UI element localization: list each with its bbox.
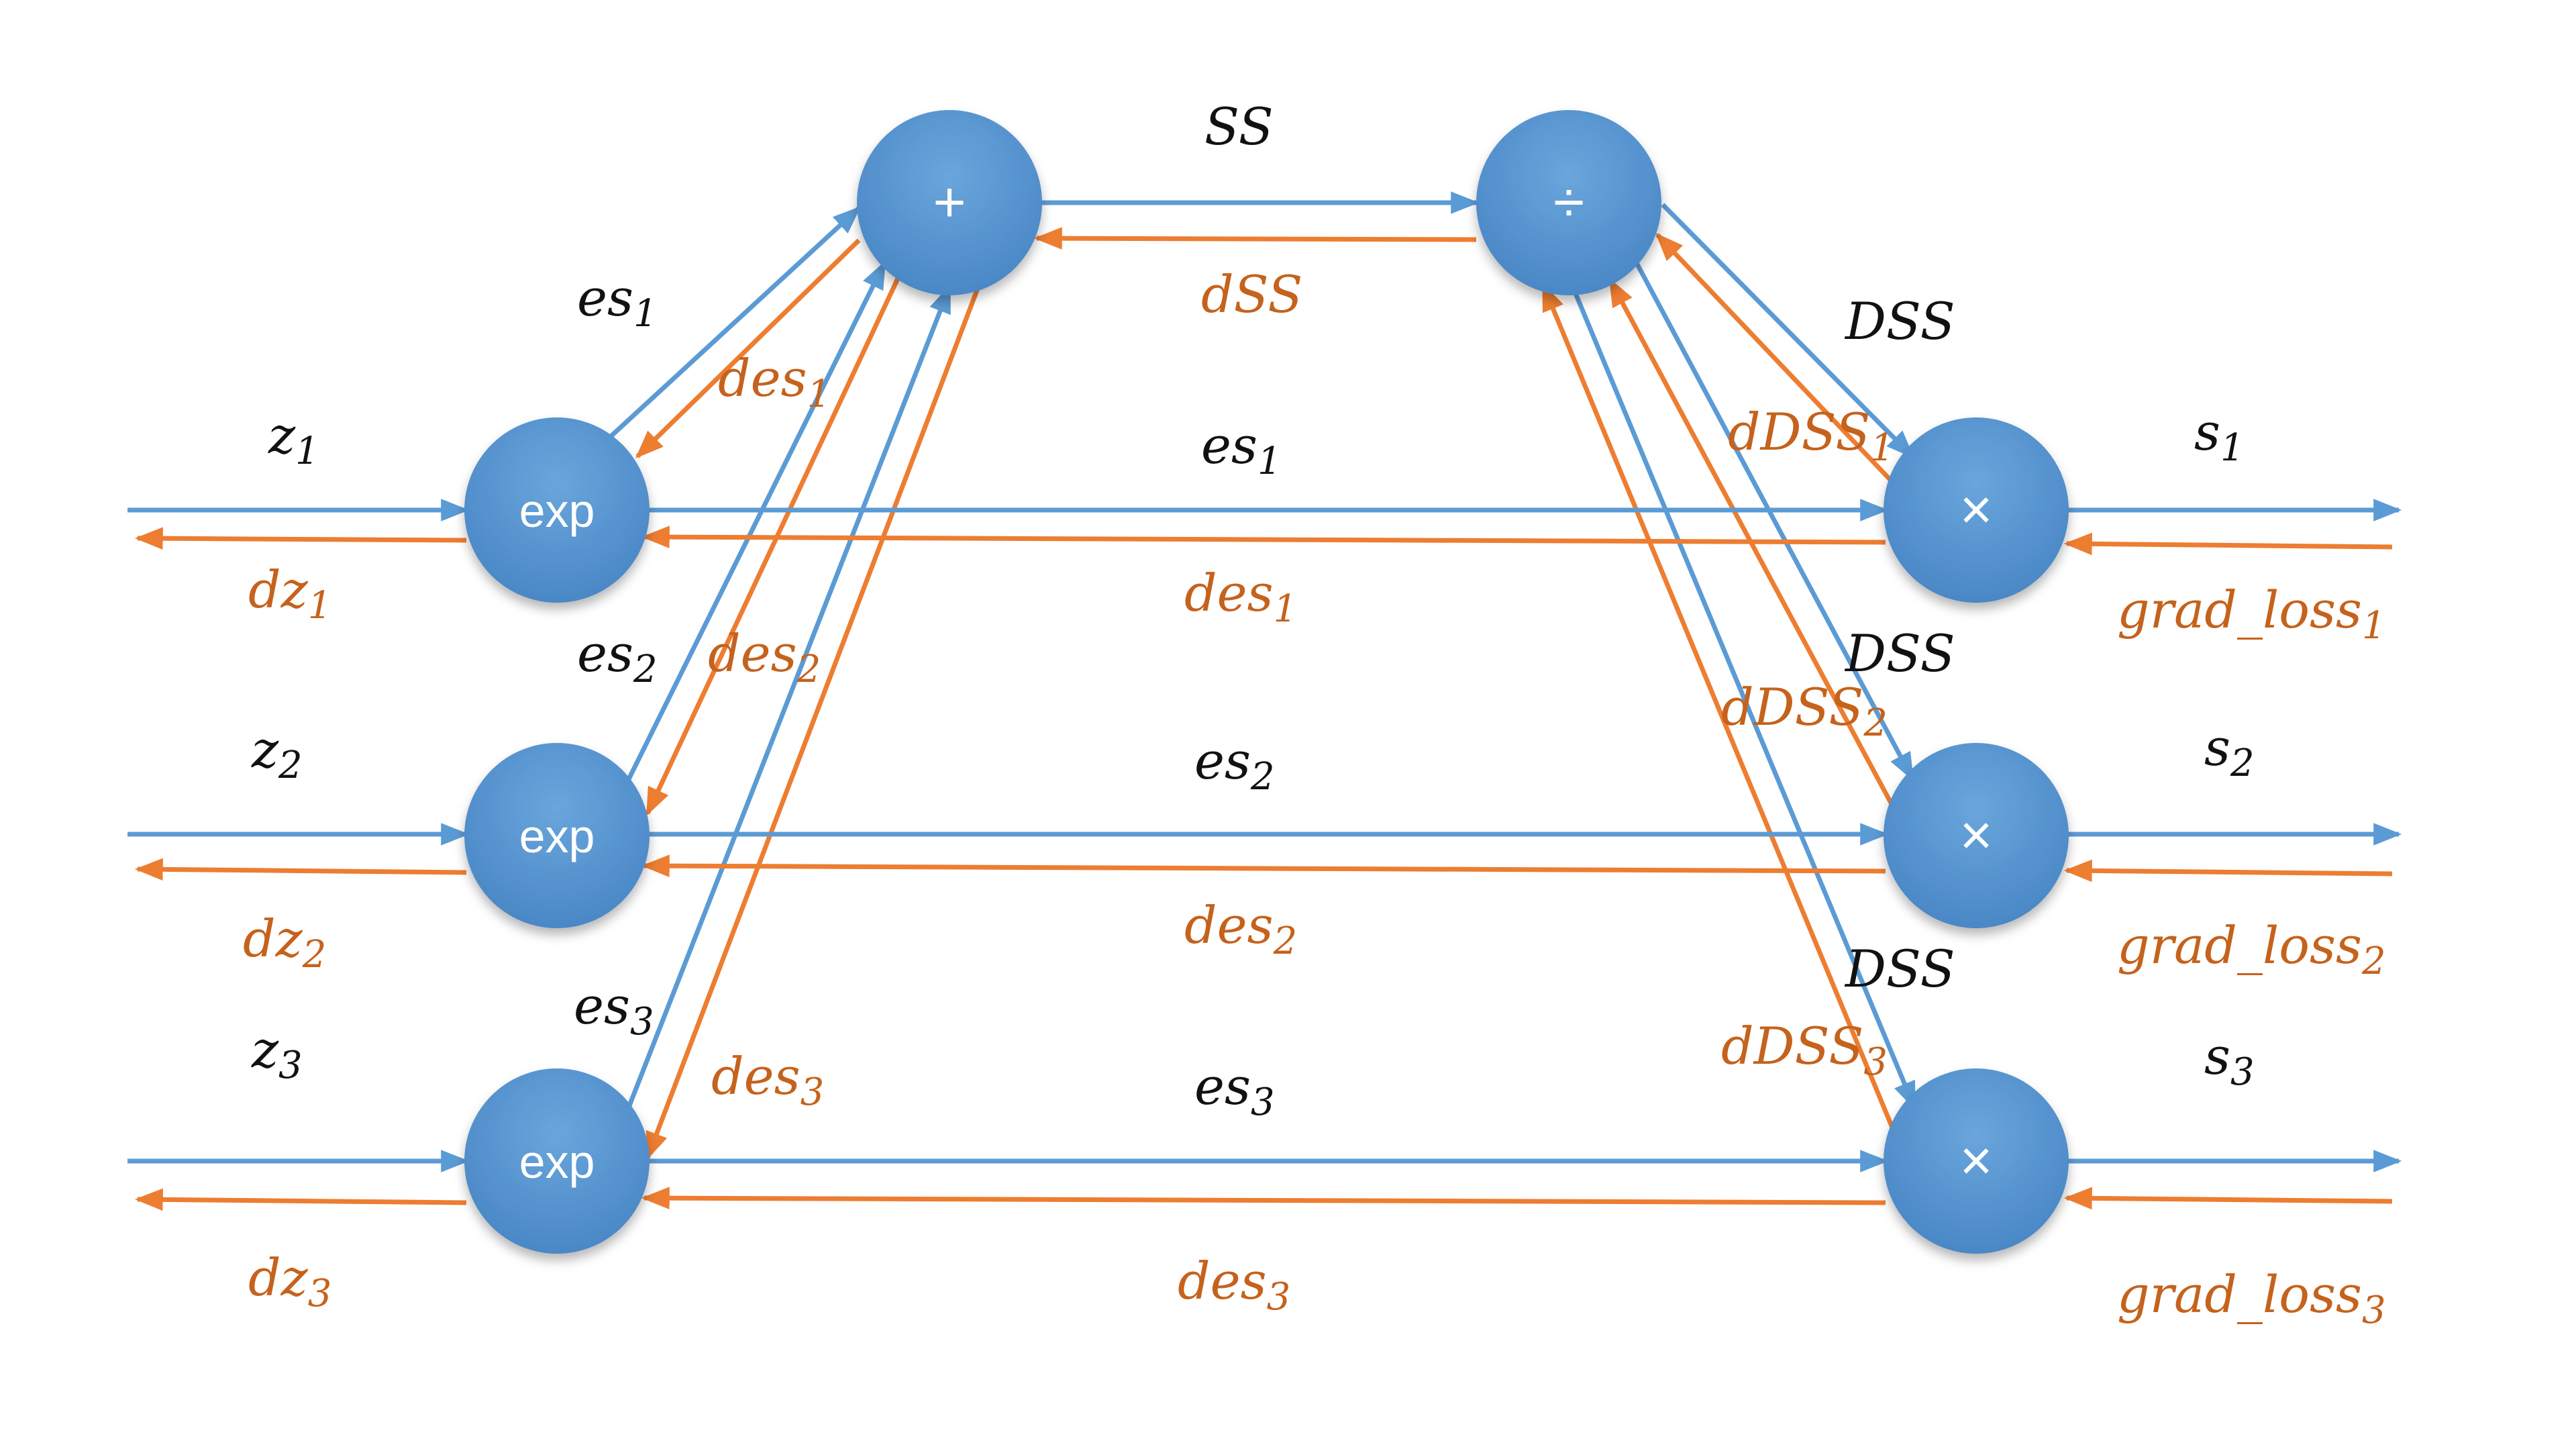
edge-mul3-to-exp3-grad xyxy=(641,1187,1886,1209)
edge-div-to-sum-grad xyxy=(1033,227,1477,250)
edge-exp3-to-sum xyxy=(625,285,952,1112)
label-es3-mid: es3 xyxy=(1194,1056,1275,1124)
grad-arrow-dz3 xyxy=(134,1188,467,1211)
label-es1-diag: es1 xyxy=(577,268,658,336)
grad-arrow-dz2 xyxy=(134,858,467,881)
label-dDSS1: dDSS1 xyxy=(1728,402,1894,470)
label-des3-diag: des3 xyxy=(711,1046,824,1114)
label-des3-mid: des3 xyxy=(1178,1251,1290,1319)
grad-arrow-grad-loss2 xyxy=(2063,859,2393,883)
label-DSS2: DSS xyxy=(1844,623,1955,683)
label-des2-mid: des2 xyxy=(1184,895,1297,963)
grad-arrow-grad-loss1 xyxy=(2063,532,2393,556)
edge-div-to-mul2 xyxy=(1633,260,1915,781)
edge-mul1-to-div-grad xyxy=(1655,232,1894,484)
multiply-node-3: × xyxy=(1884,1068,2069,1254)
label-s1: s1 xyxy=(2194,402,2245,470)
label-z2: z2 xyxy=(251,719,303,787)
exp-node-2-label: exp xyxy=(519,810,595,862)
multiply-node-1-label: × xyxy=(1959,478,1992,541)
label-es2-mid: es2 xyxy=(1194,731,1275,799)
label-z3: z3 xyxy=(251,1019,303,1087)
label-dss: dSS xyxy=(1201,264,1302,324)
grad-arrow-dz1 xyxy=(134,527,467,550)
label-es3-diag: es3 xyxy=(574,976,654,1044)
edge-exp1-to-sum xyxy=(605,206,862,442)
label-DSS3: DSS xyxy=(1844,939,1955,999)
edge-div-to-mul1 xyxy=(1661,203,1914,458)
edge-exp2-to-sum xyxy=(625,260,887,783)
edge-sum-to-exp2-grad xyxy=(645,277,900,816)
exp-node-2: exp xyxy=(464,743,650,928)
edge-mul3-to-div-grad xyxy=(1541,283,1895,1129)
exp-node-3: exp xyxy=(464,1068,650,1254)
label-des1-diag: des1 xyxy=(718,348,831,416)
label-dDSS3: dDSS3 xyxy=(1721,1016,1888,1084)
divide-node-label: ÷ xyxy=(1553,170,1584,234)
label-grad-loss1: grad_loss1 xyxy=(2117,580,2386,648)
label-dz1: dz1 xyxy=(248,560,331,628)
multiply-node-1: × xyxy=(1884,417,2069,603)
multiply-node-2-label: × xyxy=(1959,803,1992,866)
label-s3: s3 xyxy=(2204,1026,2255,1094)
edge-sum-to-exp1-grad xyxy=(635,238,861,458)
sum-node: + xyxy=(857,110,1042,295)
exp-node-3-label: exp xyxy=(519,1136,595,1188)
label-ss: SS xyxy=(1204,97,1274,156)
edge-sum-to-exp3-grad xyxy=(645,282,982,1160)
sum-node-label: + xyxy=(933,170,966,234)
label-es2-diag: es2 xyxy=(577,623,658,691)
multiply-node-2: × xyxy=(1884,743,2069,928)
exp-node-1: exp xyxy=(464,417,650,603)
label-DSS1: DSS xyxy=(1844,291,1955,351)
label-es1-mid: es1 xyxy=(1201,415,1282,483)
edge-mul2-to-exp2-grad xyxy=(641,854,1886,877)
label-s2: s2 xyxy=(2204,717,2255,785)
edge-mul1-to-exp1-grad xyxy=(641,526,1886,548)
label-grad-loss3: grad_loss3 xyxy=(2117,1264,2386,1332)
label-grad-loss2: grad_loss2 xyxy=(2117,915,2386,983)
label-des2-diag: des2 xyxy=(708,623,821,691)
grad-arrow-grad-loss3 xyxy=(2063,1187,2393,1210)
label-dz2: dz2 xyxy=(243,909,326,977)
label-dDSS2: dDSS2 xyxy=(1721,677,1888,745)
divide-node: ÷ xyxy=(1476,110,1661,295)
exp-node-1-label: exp xyxy=(519,485,595,537)
label-des1-mid: des1 xyxy=(1184,563,1297,631)
multiply-node-3-label: × xyxy=(1959,1129,1992,1192)
edge-div-to-mul3 xyxy=(1571,287,1917,1110)
label-dz3: dz3 xyxy=(248,1248,331,1315)
label-z1: z1 xyxy=(268,405,319,473)
